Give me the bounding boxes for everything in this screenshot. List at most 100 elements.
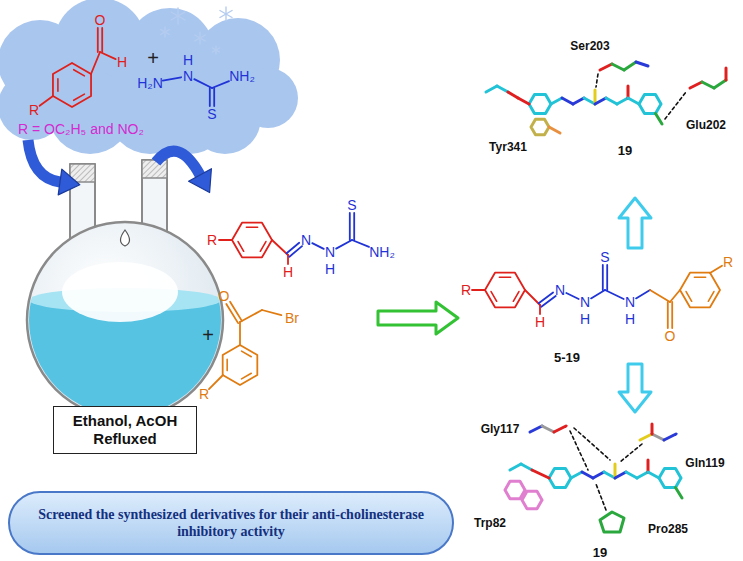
compound-number: 19	[618, 142, 632, 158]
double-bond	[226, 304, 238, 323]
compound-number: 19	[593, 545, 607, 560]
single-bond	[212, 81, 229, 88]
atom-label: R	[199, 386, 209, 402]
stick-bond	[725, 68, 728, 80]
benzene-ring	[53, 63, 91, 107]
snowflake	[213, 48, 220, 52]
ring-double-bond	[238, 242, 244, 252]
residue-label: Trp82	[474, 514, 506, 530]
single-bond	[272, 240, 288, 255]
residue-label: Gln119	[685, 454, 724, 470]
round-bottom-flask	[27, 160, 223, 430]
stick-bond	[571, 472, 582, 478]
stick-bond	[510, 464, 521, 470]
atom-label: N	[183, 68, 193, 84]
double-bond	[349, 213, 351, 240]
compound-number: 5-19	[554, 349, 580, 365]
residue-label: Glu202	[686, 118, 726, 132]
double-bond	[606, 265, 608, 290]
ring-double-bond	[694, 276, 705, 278]
atom-label: R	[207, 232, 217, 248]
double-bond	[287, 243, 300, 254]
compound-number: 19	[593, 544, 607, 560]
reaction-condition-box: Ethanol, AcOH Refluxed	[53, 406, 197, 454]
ring-double-bond	[513, 292, 519, 302]
atom-label: N	[555, 282, 565, 298]
residue-label: Ser203	[570, 39, 609, 53]
hydrogen-bond	[596, 74, 598, 87]
atom-label: N	[325, 244, 335, 260]
atom-label: H	[283, 264, 293, 280]
stick-bond	[554, 426, 566, 432]
double-bond	[602, 265, 604, 290]
stick-bond	[647, 460, 650, 472]
stick-bond	[612, 64, 624, 70]
single-bond	[472, 289, 485, 291]
tryptophan-ring	[505, 481, 525, 498]
curved-arrow	[156, 151, 200, 175]
snowflake	[195, 35, 205, 41]
atom-label: N	[301, 232, 311, 248]
stick-bond	[637, 472, 648, 478]
structures	[40, 28, 722, 389]
residue-label: Trp82	[474, 516, 506, 530]
atom-label: R	[29, 102, 39, 118]
stick-bond	[652, 434, 664, 440]
arrowhead	[58, 169, 80, 195]
plus-sign: +	[202, 325, 214, 345]
single-bond	[352, 240, 369, 247]
atom-label: S	[600, 249, 609, 265]
snowflake	[161, 30, 170, 35]
snowflake	[161, 30, 170, 35]
single-bond	[91, 52, 100, 74]
double-bond	[101, 28, 103, 52]
docking-pose	[505, 424, 682, 532]
stick-bond	[656, 114, 663, 125]
double-bond	[667, 302, 669, 328]
hollow-arrow	[619, 198, 651, 248]
proline-ring	[600, 512, 624, 532]
node-text: Screened the synthesized derivatives for…	[36, 506, 426, 541]
benzene-ring	[232, 223, 272, 258]
atom-label: N	[555, 282, 565, 298]
node-text: Ethanol, AcOH Refluxed	[64, 412, 186, 448]
plus-sign: +	[147, 47, 159, 69]
atom-label: H	[325, 261, 335, 277]
atom-label: R	[723, 254, 733, 270]
stick-bond	[518, 98, 529, 104]
single-bond	[670, 290, 680, 302]
atom-label: S	[347, 197, 356, 213]
atom-label: H	[183, 52, 193, 68]
tyrosine-ring	[531, 119, 549, 135]
atom-label: H	[580, 311, 590, 327]
atom-label: H	[283, 264, 293, 280]
atom-label: R	[461, 282, 471, 298]
atom-label: O	[665, 328, 676, 344]
atom-label: H	[183, 52, 193, 68]
stick-bond	[521, 464, 532, 470]
snowflake	[171, 12, 185, 20]
atom-label: S	[347, 197, 356, 213]
atom-label: Br	[285, 310, 299, 326]
stick-bond	[600, 64, 612, 70]
single-bond	[650, 290, 670, 302]
stick-bond	[690, 82, 702, 88]
arrowhead	[189, 169, 212, 193]
single-bond	[605, 290, 624, 299]
atom-label: N	[625, 294, 635, 310]
hydrogen-bond	[620, 444, 642, 462]
stick-bond	[624, 62, 636, 70]
atom-label: R	[461, 282, 471, 298]
stick-bond	[573, 98, 584, 104]
atom-label: H₂N	[137, 75, 163, 91]
compound-number: 19	[618, 143, 632, 158]
single-bond	[239, 322, 241, 345]
hydrogen-bond	[574, 428, 610, 460]
stick-bond	[615, 472, 626, 478]
double-bond	[539, 292, 553, 303]
stick-bond	[651, 424, 654, 434]
stick-bond	[549, 127, 560, 133]
single-bond	[40, 96, 53, 106]
drop-symbol	[121, 230, 130, 246]
benzene-ring	[485, 273, 525, 308]
